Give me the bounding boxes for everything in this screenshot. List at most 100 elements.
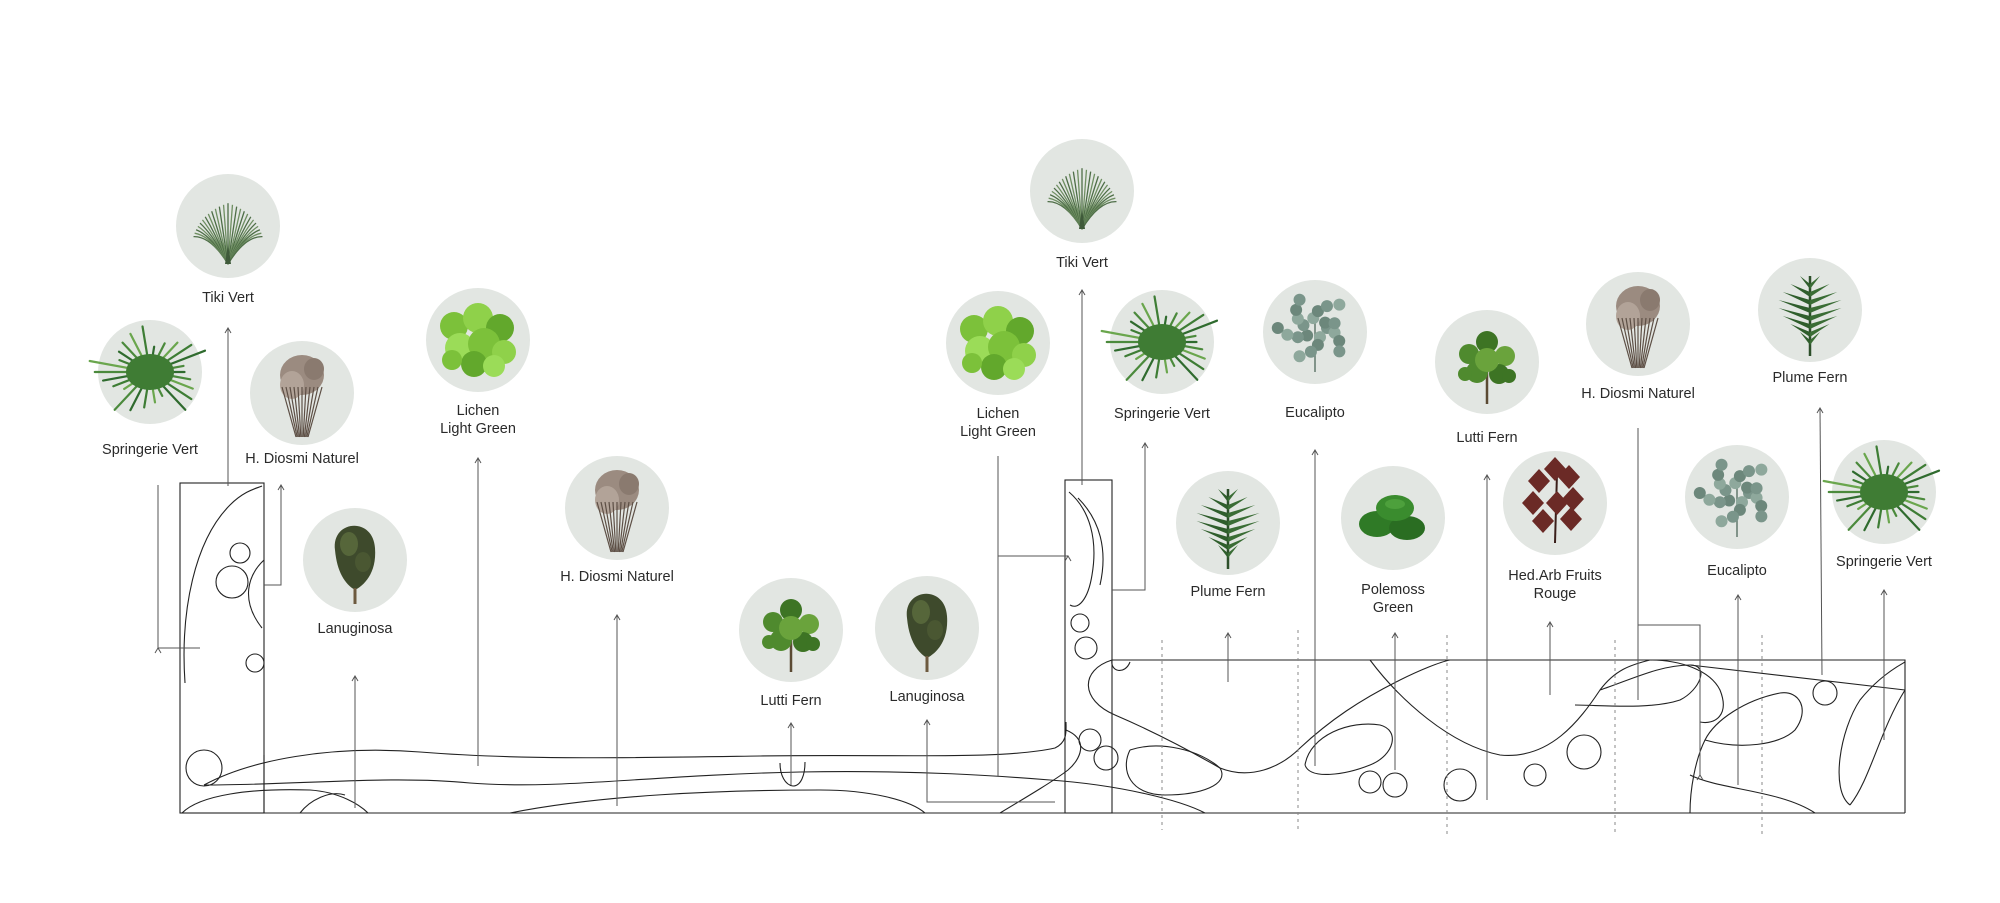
- planter-plan-linework: [179, 479, 1906, 814]
- arrowhead: [224, 327, 232, 334]
- plant-label-line: Lanuginosa: [890, 689, 966, 705]
- plant-marker-springerie-vert-1: Springerie Vert: [88, 320, 207, 458]
- plant-marker-h-diosmi-naturel-1: H. Diosmi Naturel: [245, 341, 359, 467]
- plant-label: H. Diosmi Naturel: [560, 569, 674, 585]
- plant-label-line: Lutti Fern: [1456, 430, 1517, 446]
- feathery-fern-icon: [88, 325, 207, 412]
- leader-lanuginosa-1: [351, 675, 359, 808]
- leader-lutti-fern-2: [1483, 474, 1491, 800]
- plant-label-line: Light Green: [960, 424, 1036, 440]
- plant-label: Springerie Vert: [102, 442, 198, 458]
- plant-label: H. Diosmi Naturel: [245, 451, 359, 467]
- plant-label-line: Light Green: [440, 421, 516, 437]
- leader-h-diosmi-naturel-1: [264, 484, 285, 586]
- feathery-fern-icon: [1822, 445, 1941, 532]
- fern-frond-icon: [1778, 276, 1842, 356]
- plant-label-line: Hed.Arb Fruits: [1508, 568, 1601, 584]
- leader-springerie-vert-1: [154, 485, 200, 654]
- plant-label: Tiki Vert: [202, 290, 254, 306]
- plant-label-line: Tiki Vert: [1056, 255, 1108, 271]
- leader-lutti-fern-1: [787, 722, 795, 785]
- arrowhead: [1734, 594, 1742, 601]
- plant-label-line: Polemoss: [1361, 582, 1425, 598]
- leader-springerie-vert-3: [1880, 589, 1888, 740]
- plant-label: Lanuginosa: [318, 621, 394, 637]
- leader-tiki-vert-2: [1078, 289, 1086, 485]
- arrowhead: [1391, 632, 1399, 639]
- arrowhead: [787, 722, 795, 729]
- plant-label: Eucalipto: [1285, 405, 1345, 421]
- feathery-fern-icon: [1100, 295, 1219, 382]
- arrowhead: [613, 614, 621, 621]
- plant-label-line: Tiki Vert: [202, 290, 254, 306]
- leader-h-diosmi-naturel-3: [1637, 428, 1704, 781]
- leader-eucalipto-1: [1311, 449, 1319, 766]
- arrowhead: [1064, 555, 1072, 562]
- arrowhead: [1483, 474, 1491, 481]
- plant-label: Springerie Vert: [1114, 406, 1210, 422]
- arrowhead: [1078, 289, 1086, 296]
- arrowhead: [1224, 632, 1232, 639]
- arrowhead: [474, 457, 482, 464]
- arrowhead: [277, 484, 285, 491]
- leader-hed-arb-fruits-rouge: [1546, 621, 1554, 695]
- plant-label: Lanuginosa: [890, 689, 966, 705]
- arrowhead: [1880, 589, 1888, 596]
- leader-eucalipto-2: [1734, 594, 1742, 785]
- arrowhead: [1546, 621, 1554, 628]
- plant-label-line: Rouge: [1534, 586, 1577, 602]
- plant-label-line: Plume Fern: [1191, 584, 1266, 600]
- plant-label-line: H. Diosmi Naturel: [1581, 386, 1695, 402]
- arrowhead: [1696, 774, 1704, 781]
- fern-frond-icon: [1196, 489, 1260, 569]
- plant-marker-lutti-fern-1: Lutti Fern: [739, 578, 843, 709]
- plant-marker-plume-fern-1: Plume Fern: [1176, 471, 1280, 600]
- arrowhead: [351, 675, 359, 682]
- plant-marker-eucalipto-1: Eucalipto: [1263, 280, 1367, 421]
- leafy-shrub-icon: [1458, 331, 1516, 404]
- plant-marker-lanuginosa-2: Lanuginosa: [875, 576, 979, 705]
- dried-flower-bunch-icon: [280, 355, 324, 438]
- plant-label: Plume Fern: [1773, 370, 1848, 386]
- plant-marker-springerie-vert-2: Springerie Vert: [1100, 290, 1219, 422]
- plant-label-line: Springerie Vert: [1114, 406, 1210, 422]
- plant-label-line: Green: [1373, 600, 1413, 616]
- plant-label-line: H. Diosmi Naturel: [560, 569, 674, 585]
- eucalyptus-icon: [1693, 458, 1768, 537]
- plant-label-line: Eucalipto: [1707, 563, 1767, 579]
- leader-springerie-vert-2: [1112, 442, 1149, 591]
- plant-marker-springerie-vert-3: Springerie Vert: [1822, 440, 1941, 570]
- plant-marker-tiki-vert-2: Tiki Vert: [1030, 139, 1134, 271]
- plant-marker-tiki-vert-1: Tiki Vert: [176, 174, 280, 306]
- arrowhead: [923, 719, 931, 726]
- leader-lichen-light-green-2: [997, 456, 1072, 776]
- plant-label-line: Plume Fern: [1773, 370, 1848, 386]
- grass-tuft-icon: [193, 203, 263, 265]
- leader-lines: [154, 289, 1888, 808]
- leader-lanuginosa-2: [923, 719, 1055, 803]
- lichen-moss-icon: [440, 303, 516, 377]
- lichen-moss-icon: [960, 306, 1036, 380]
- plant-label-line: Eucalipto: [1285, 405, 1345, 421]
- dark-moss-bunch-icon: [334, 525, 376, 604]
- plant-label: Lutti Fern: [760, 693, 821, 709]
- arrowhead: [1311, 449, 1319, 456]
- plant-marker-lutti-fern-2: Lutti Fern: [1435, 310, 1539, 446]
- plant-label: H. Diosmi Naturel: [1581, 386, 1695, 402]
- leader-h-diosmi-naturel-2: [613, 614, 621, 806]
- plant-label-line: Lanuginosa: [318, 621, 394, 637]
- plant-label-line: Lichen: [977, 406, 1020, 422]
- plant-marker-eucalipto-2: Eucalipto: [1685, 445, 1789, 579]
- plant-label-line: Lichen: [457, 403, 500, 419]
- arrowhead: [1141, 442, 1149, 449]
- plant-marker-lanuginosa-1: Lanuginosa: [303, 508, 407, 637]
- leader-lichen-light-green-1: [474, 457, 482, 766]
